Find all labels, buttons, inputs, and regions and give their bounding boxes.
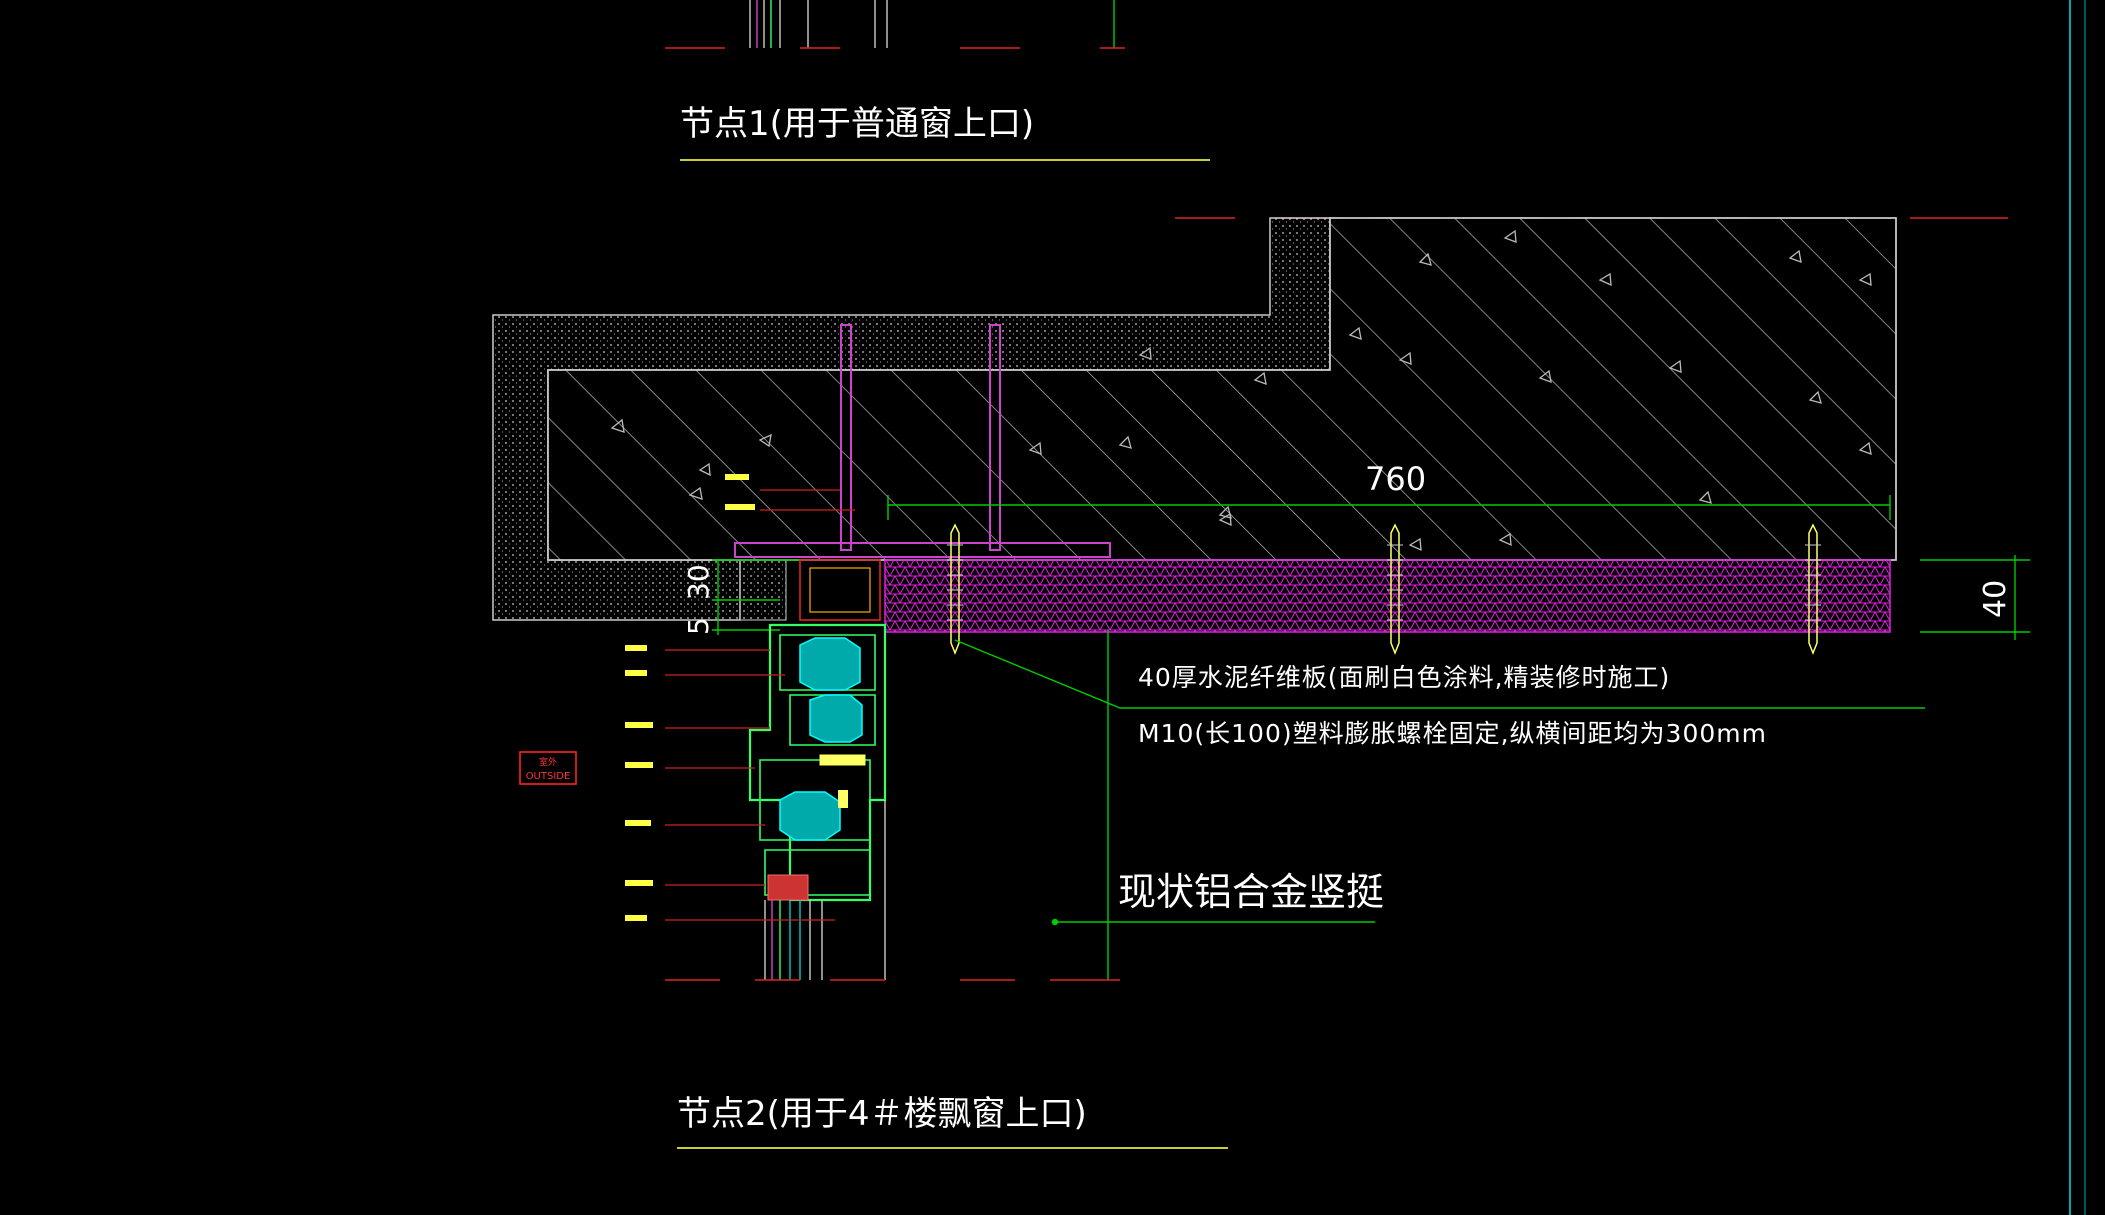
node1-window-remnant: [665, 0, 1125, 49]
dimension-40-label: 40: [1978, 580, 2013, 618]
node1-title: 节点1(用于普通窗上口): [680, 104, 1034, 144]
window-part-leaders: [665, 489, 855, 921]
outside-marker: 室外 OUTSIDE: [519, 751, 577, 785]
note-expansion-bolt: M10(长100)塑料膨胀螺栓固定,纵横间距均为300mm: [1138, 719, 1767, 748]
note-leaders: [954, 630, 1925, 980]
dimension-760-label: 760: [1365, 460, 1426, 498]
dimension-760: [887, 495, 1891, 520]
window-frame-profile: [748, 559, 887, 980]
outside-marker-cn: 室外: [539, 756, 557, 768]
sheet-border: [2069, 0, 2086, 1215]
window-part-tags: [625, 474, 755, 921]
dimension-5-label: 5: [682, 617, 715, 635]
dimension-30-label: 30: [682, 564, 715, 600]
note-existing-mullion: 现状铝合金竖挺: [1118, 870, 1384, 914]
dimension-40: [1920, 555, 2030, 640]
embedded-anchor-bars: [734, 324, 1111, 558]
dimension-30-5: [712, 559, 800, 635]
node2-title: 节点2(用于4＃楼飘窗上口): [677, 1094, 1087, 1134]
concrete-beam-section: [492, 217, 1897, 621]
note-cement-fiber-board: 40厚水泥纤维板(面刷白色涂料,精装修时施工): [1138, 663, 1670, 692]
expansion-bolts: [947, 523, 1821, 656]
outside-marker-en: OUTSIDE: [526, 771, 571, 782]
cement-fiber-board: [884, 559, 1891, 633]
